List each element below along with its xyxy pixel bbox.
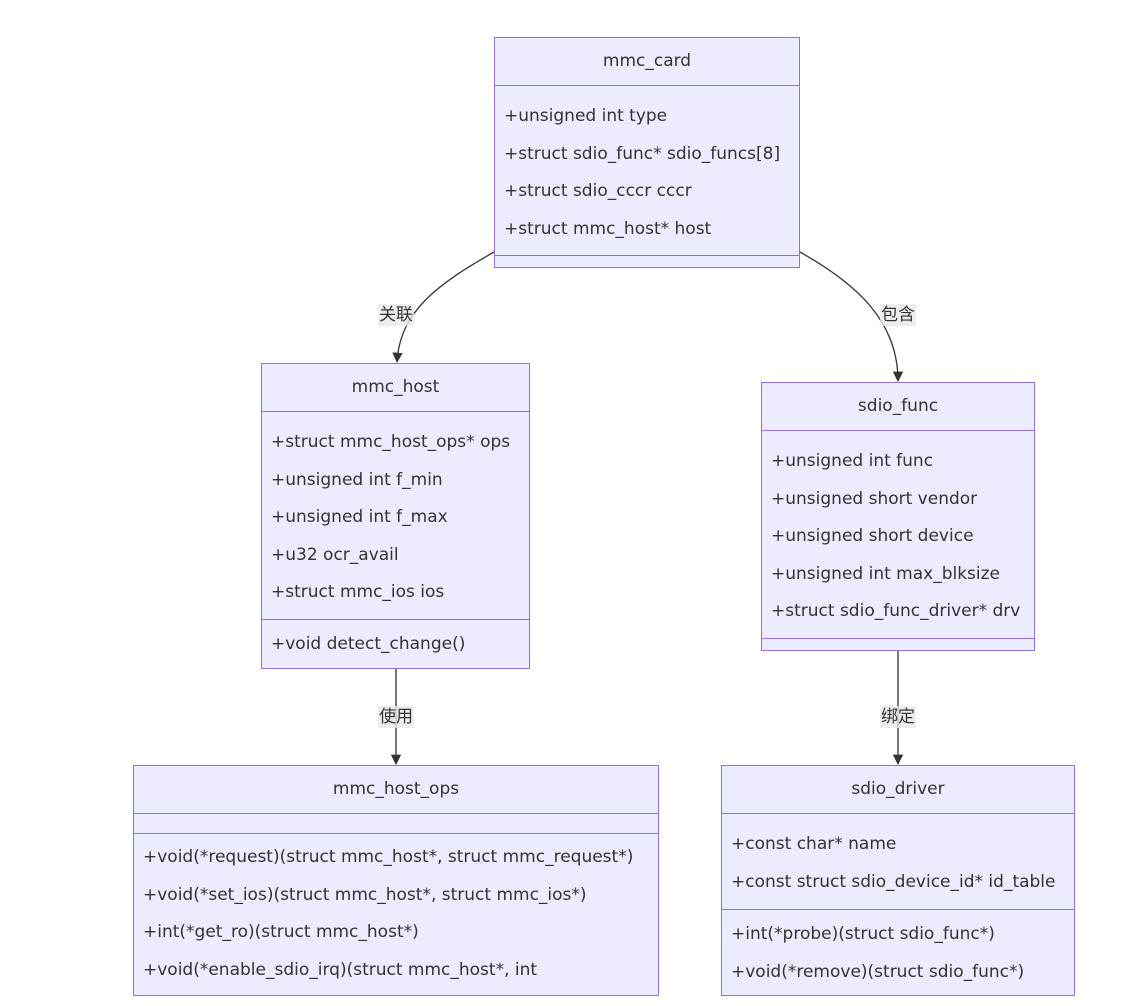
class-attribute: +struct mmc_host* host xyxy=(504,218,712,239)
class-box-sdio-driver: sdio_driver +const char* name +const str… xyxy=(721,765,1075,996)
relation-label-contains: 包含 xyxy=(880,304,916,326)
relation-label-association: 关联 xyxy=(378,304,414,326)
class-methods: +void(*request)(struct mmc_host*, struct… xyxy=(134,834,658,989)
class-attribute: +struct mmc_host_ops* ops xyxy=(271,432,511,452)
relation-label-binds: 绑定 xyxy=(880,706,916,728)
class-attribute: +unsigned int f_max xyxy=(271,507,448,527)
class-method: +void detect_change() xyxy=(271,634,466,654)
class-method: +int(*probe)(struct sdio_func*) xyxy=(731,924,995,944)
class-box-mmc-card: mmc_card +unsigned int type +struct sdio… xyxy=(494,37,800,268)
class-attribute: +const char* name xyxy=(731,834,897,854)
class-attribute: +unsigned int type xyxy=(504,106,668,126)
class-title: sdio_driver xyxy=(722,766,1074,814)
class-box-mmc-host-ops: mmc_host_ops +void(*request)(struct mmc_… xyxy=(133,765,659,996)
class-method: +void(*set_ios)(struct mmc_host*, struct… xyxy=(143,884,587,905)
class-title: mmc_host xyxy=(262,364,529,412)
class-attribute: +struct sdio_func_driver* drv xyxy=(771,601,1021,621)
class-title: mmc_host_ops xyxy=(134,766,658,814)
class-box-mmc-host: mmc_host +struct mmc_host_ops* ops +unsi… xyxy=(261,363,530,669)
class-methods xyxy=(495,256,799,267)
class-attributes: +const char* name +const struct sdio_dev… xyxy=(722,814,1074,910)
class-attributes: +unsigned int func +unsigned short vendo… xyxy=(762,431,1034,639)
class-method: +int(*get_ro)(struct mmc_host*) xyxy=(143,922,419,942)
class-method: +void(*enable_sdio_irq)(struct mmc_host*… xyxy=(143,959,538,980)
class-methods: +int(*probe)(struct sdio_func*) +void(*r… xyxy=(722,910,1074,991)
class-attribute: +struct sdio_func* sdio_funcs[8] xyxy=(504,143,781,164)
class-method: +void(*remove)(struct sdio_func*) xyxy=(731,961,1025,982)
relation-line-card-func xyxy=(799,251,904,383)
class-attribute: +struct sdio_cccr cccr xyxy=(504,181,692,201)
relation-label-uses: 使用 xyxy=(378,706,414,728)
class-methods: +void detect_change() xyxy=(262,620,529,664)
class-attribute: +unsigned int max_blksize xyxy=(771,563,1001,584)
class-attributes: +struct mmc_host_ops* ops +unsigned int … xyxy=(262,412,529,620)
class-title: sdio_func xyxy=(762,383,1034,431)
class-attributes xyxy=(134,814,658,834)
class-title: mmc_card xyxy=(495,38,799,86)
class-attribute: +unsigned short vendor xyxy=(771,488,978,509)
class-attribute: +u32 ocr_avail xyxy=(271,544,399,565)
relation-line-card-host xyxy=(392,251,495,364)
class-methods xyxy=(762,639,1034,650)
class-attribute: +unsigned int f_min xyxy=(271,469,443,490)
class-method: +void(*request)(struct mmc_host*, struct… xyxy=(143,847,634,867)
class-attribute: +const struct sdio_device_id* id_table xyxy=(731,871,1056,892)
class-attribute: +unsigned int func xyxy=(771,451,934,471)
class-box-sdio-func: sdio_func +unsigned int func +unsigned s… xyxy=(761,382,1035,651)
class-attribute: +struct mmc_ios ios xyxy=(271,582,445,602)
class-attributes: +unsigned int type +struct sdio_func* sd… xyxy=(495,86,799,256)
class-attribute: +unsigned short device xyxy=(771,526,974,546)
